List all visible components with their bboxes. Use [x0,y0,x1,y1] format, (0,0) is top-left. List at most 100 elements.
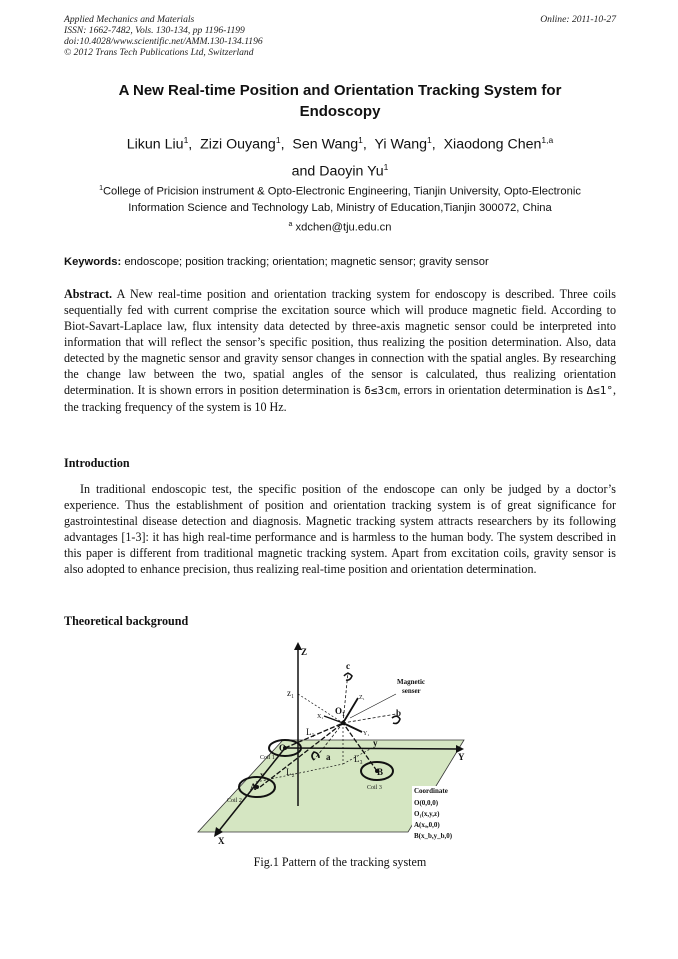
legend-title: Coordinate [414,787,448,795]
author-name: Daoyin Yu [319,163,384,180]
point-a [255,785,259,789]
figure-caption: Fig.1 Pattern of the tracking system [253,855,427,869]
label-x1: X₁ [317,714,323,720]
keywords-text: endoscope; position tracking; orientatio… [124,256,489,268]
authors-line-1: Likun Liu1, Zizi Ouyang1, Sen Wang1, Yi … [126,135,554,153]
label-x: X [218,836,225,846]
author-sup: 1,a [541,135,554,145]
label-y1: Y₁ [363,731,369,737]
label-coil-3: Coil 3 [367,785,382,791]
sensor-point [340,720,346,726]
legend-box [412,786,456,842]
x-axis-arrowhead [214,827,223,837]
author-name: Yi Wang [374,136,428,153]
rotation-arrow-c-icon [343,672,353,681]
coil-3 [360,761,394,781]
author-name: Xiaodong Chen [443,136,542,153]
y-axis-arrowhead [456,745,464,753]
z1-projection [297,693,344,724]
title-line-2: Endoscopy [299,103,381,120]
label-coil-1: Coil 1 [260,755,275,761]
label-l1: L₁ [306,727,315,737]
coordinate-legend: Coordinate O(0,0,0) O₁(x,y,z) A(xₐ,0,0) … [412,786,456,842]
abstract-label: Abstract. [64,287,113,301]
rotation-arrow-b-icon [391,715,401,725]
point-b [375,769,379,773]
coil-1 [268,739,302,757]
author-sup: 1 [383,161,389,172]
x-projection [255,763,344,783]
label-o1: O₁ [335,706,345,716]
label-c: c [346,661,350,671]
label-l3: L₃ [354,754,363,764]
author-name: Sen Wang [292,136,359,153]
introduction-paragraph: In traditional endoscopic test, the spec… [64,482,616,576]
label-coil-2: Coil 2 [227,798,242,804]
tracking-system-figure: Z Y X c b a z₁ X₁ Y₁ Z₁ O₁ O A B x y L₁ … [180,636,500,848]
label-sensor-1: Magnetic [397,678,425,686]
label-l2: L₂ [286,767,295,777]
affiliation-sup: 1 [99,185,103,192]
sensor-z1-axis [342,697,359,724]
label-z1: z₁ [287,688,294,698]
label-y-small: y [373,738,378,748]
sensor-b-axis [342,713,397,724]
z-axis-arrowhead [294,642,302,650]
legend-item: B(x_b,y_b,0) [414,832,453,840]
base-plane [197,739,465,833]
y-projection [342,747,373,765]
sensor-x1-axis [323,715,344,724]
rotation-arrow-a-icon [311,751,320,761]
journal-name: Applied Mechanics and Materials [64,14,195,25]
legend-item: O₁(x,y,z) [414,810,440,818]
label-z1-sensor: Z₁ [359,695,365,701]
abstract-text-2: , errors in orientation determination is [397,383,583,397]
label-o: O [279,743,286,753]
author-sup: 1 [275,135,281,145]
journal-header: Applied Mechanics and Materials ISSN: 16… [64,14,616,58]
orientation-error-formula: Δ≤1° [586,384,613,397]
label-y: Y [458,752,465,762]
author-sup: 1 [183,135,189,145]
author-email-line: a xdchen@tju.edu.cn [64,217,616,236]
affiliation: 1College of Pricision instrument & Opto-… [64,181,616,216]
label-x-small: x [260,770,265,780]
sensor-y1-axis [342,722,363,733]
journal-issn: ISSN: 1662-7482, Vols. 130-134, pp 1196-… [64,25,245,36]
legend-item: A(xₐ,0,0) [414,821,440,829]
label-sensor-2: senser [402,687,421,695]
origin-point [283,746,287,750]
affiliation-text-1: College of Pricision instrument & Opto-E… [102,185,581,198]
section-heading-introduction: Introduction [64,456,130,470]
label-point-a: A [250,782,257,792]
l1-line [284,722,344,749]
abstract-text-3: , the tracking frequency of the system i… [64,383,616,414]
label-a: a [326,752,331,762]
coil-2 [238,776,276,798]
sensor-a-axis [313,722,344,761]
figure-diagram: Z Y X c b a z₁ X₁ Y₁ Z₁ O₁ O A B x y L₁ … [197,642,465,846]
author-email: xdchen@tju.edu.cn [295,221,392,234]
section-heading-theory: Theoretical background [64,614,189,628]
affiliation-line-1: 1College of Pricision instrument & Opto-… [64,181,616,200]
keywords: Keywords: endoscope; position tracking; … [64,254,616,270]
label-point-b: B [377,767,383,777]
paper-title: A New Real-time Position and Orientation… [64,80,616,122]
journal-copyright: © 2012 Trans Tech Publications Ltd, Swit… [64,47,254,58]
author-name: Zizi Ouyang [200,136,276,153]
online-date: Online: 2011-10-27 [540,14,616,25]
legend-item: O(0,0,0) [414,799,439,807]
author-sup: 1 [427,135,432,145]
l2-line [259,722,344,788]
authors-joiner: and [291,163,316,180]
abstract: Abstract. A New real-time position and o… [64,286,616,415]
title-line-1: A New Real-time Position and Orientation… [118,82,562,99]
sensor-pointer-line [349,693,397,719]
label-b: b [396,708,401,718]
author-name: Likun Liu [126,136,184,153]
abstract-text-1: A New real-time position and orientation… [64,287,617,397]
journal-doi: doi:10.4028/www.scientific.net/AMM.130-1… [64,36,263,47]
label-z: Z [301,647,307,657]
affiliation-text-2: Information Science and Technology Lab, … [128,201,552,214]
